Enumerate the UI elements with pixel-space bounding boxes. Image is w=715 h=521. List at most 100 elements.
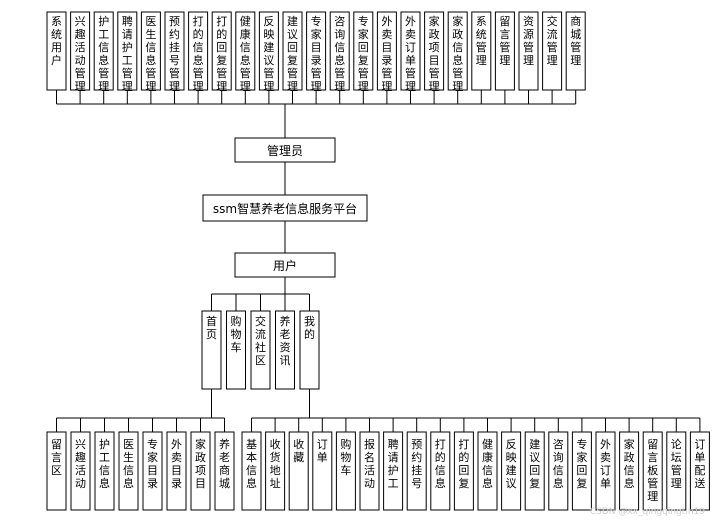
admin-module-5-label: 医生信息管理 <box>145 15 156 93</box>
mine-module-5-label: 购物车 <box>340 437 351 477</box>
home-module-8-label: 养老商城 <box>219 437 230 490</box>
home-module-7-label: 家政项目 <box>195 437 206 490</box>
admin-module-7: 打的信息管理 <box>188 11 209 93</box>
admin-module-1: 系统用户 <box>46 11 67 91</box>
mine-module-19-label: 论坛管理 <box>671 437 682 490</box>
mine-module-17: 家政信息 <box>619 431 640 511</box>
feature-module-row: 留言区 兴趣活动 护工信息 医生信息 专家目录 外卖目录 家政项目 养老商城基本信息收货地址收… <box>46 431 710 511</box>
user-node: 用户 <box>234 252 336 278</box>
mine-module-3-label: 收藏 <box>293 437 304 464</box>
admin-module-18: 家政信息管理 <box>447 11 468 93</box>
user-section-2-label: 购物车 <box>231 314 242 354</box>
admin-module-20-label: 留言管理 <box>499 15 510 67</box>
mine-module-16-label: 外卖订单 <box>600 438 611 490</box>
mine-module-14-label: 咨询信息 <box>553 437 564 490</box>
admin-module-20: 留言管理 <box>494 11 515 91</box>
admin-module-4: 聘请护工管理 <box>117 11 138 93</box>
home-module-1: 留言区 <box>46 431 67 511</box>
home-module-5: 专家目录 <box>142 431 163 511</box>
mine-module-20: 订单配送 <box>689 431 710 511</box>
mine-module-3: 收藏 <box>288 431 309 511</box>
mine-module-2: 收货地址 <box>265 431 286 511</box>
admin-module-22: 交流管理 <box>542 11 563 91</box>
mine-module-6-label: 报名活动 <box>364 437 375 490</box>
admin-module-21-label: 资源管理 <box>523 15 534 67</box>
admin-module-12-label: 专家目录管理 <box>311 14 322 93</box>
mine-module-13-label: 建议回复 <box>529 437 540 490</box>
admin-module-9-label: 健康信息管理 <box>240 15 251 93</box>
home-module-6-label: 外卖目录 <box>171 438 182 490</box>
admin-module-19: 系统管理 <box>471 11 492 91</box>
mine-module-15-label: 专家回复 <box>576 437 587 490</box>
platform-node: ssm智慧养老信息服务平台 <box>202 194 368 222</box>
mine-module-20-label: 订单配送 <box>694 438 705 490</box>
admin-label: 管理员 <box>267 143 303 158</box>
admin-module-22-label: 交流管理 <box>547 14 558 67</box>
mine-module-16: 外卖订单 <box>595 431 616 511</box>
admin-module-21: 资源管理 <box>518 11 539 91</box>
admin-module-14: 专家回复管理 <box>353 11 374 93</box>
mine-module-17-label: 家政信息 <box>624 437 635 490</box>
admin-module-16-label: 外卖订单管理 <box>405 15 416 93</box>
admin-module-14-label: 专家回复管理 <box>358 14 369 93</box>
admin-module-2: 兴趣活动管理 <box>70 11 91 93</box>
platform-label: ssm智慧养老信息服务平台 <box>213 201 357 216</box>
user-section-5: 我的 <box>299 310 320 390</box>
mine-module-7: 聘请护工 <box>383 431 404 511</box>
admin-module-3-label: 护工信息管理 <box>98 14 109 93</box>
mine-module-10: 打的回复 <box>453 431 474 511</box>
user-section-4: 养老资讯 <box>275 310 295 390</box>
mine-module-4-label: 订单 <box>317 438 328 464</box>
admin-module-17: 家政项目管理 <box>424 11 445 93</box>
admin-module-10: 反映建议管理 <box>258 11 279 93</box>
home-module-1-label: 留言区 <box>51 438 62 477</box>
mine-module-13: 建议回复 <box>524 431 545 511</box>
home-module-2: 兴趣活动 <box>70 431 91 511</box>
mine-module-1: 基本信息 <box>241 431 262 511</box>
home-module-3: 护工信息 <box>94 431 115 511</box>
admin-module-15-label: 外卖目录管理 <box>381 15 392 93</box>
mine-module-12: 反映建议 <box>501 431 522 511</box>
home-module-7: 家政项目 <box>190 431 211 511</box>
connector-lines <box>56 90 701 432</box>
admin-module-23-label: 商城管理 <box>570 14 581 67</box>
mine-module-8-label: 预约挂号 <box>411 438 422 490</box>
admin-node: 管理员 <box>234 137 336 163</box>
mine-module-7-label: 聘请护工 <box>388 437 399 490</box>
home-module-4: 医生信息 <box>118 431 139 511</box>
admin-module-19-label: 系统管理 <box>476 15 487 67</box>
mine-module-15: 专家回复 <box>571 431 592 511</box>
admin-module-11-label: 建议回复管理 <box>287 14 298 93</box>
admin-module-5: 医生信息管理 <box>140 11 161 93</box>
home-module-8: 养老商城 <box>214 431 235 511</box>
mine-module-6: 报名活动 <box>359 431 380 511</box>
home-module-2-label: 兴趣活动 <box>75 438 86 490</box>
admin-module-13-label: 咨询信息管理 <box>334 14 345 93</box>
home-module-4-label: 医生信息 <box>123 438 134 490</box>
admin-module-3: 护工信息管理 <box>93 11 114 93</box>
admin-module-4-label: 聘请护工管理 <box>122 14 133 93</box>
user-label: 用户 <box>273 258 297 273</box>
admin-module-2-label: 兴趣活动管理 <box>75 15 86 93</box>
admin-module-8: 打的回复管理 <box>211 11 232 93</box>
admin-module-7-label: 打的信息管理 <box>193 14 204 93</box>
user-section-1-label: 首页 <box>206 314 217 341</box>
user-section-2: 购物车 <box>226 310 246 390</box>
admin-module-23: 商城管理 <box>565 11 586 91</box>
admin-module-1-label: 系统用户 <box>51 15 62 67</box>
home-module-3-label: 护工信息 <box>99 437 110 490</box>
mine-module-4: 订单 <box>312 431 333 511</box>
mine-module-10-label: 打的回复 <box>458 437 469 490</box>
admin-module-18-label: 家政信息管理 <box>452 14 463 93</box>
admin-module-row: 系统用户 兴趣活动管理 护工信息管理 聘请护工管理 医生信息管理预约挂号管理打的信息管理… <box>46 11 586 93</box>
user-section-1: 首页 <box>201 310 222 390</box>
admin-module-6: 预约挂号管理 <box>164 11 185 93</box>
home-module-6: 外卖目录 <box>166 431 187 511</box>
admin-module-8-label: 打的回复管理 <box>216 14 227 93</box>
user-section-3: 交流社区 <box>250 310 271 390</box>
home-module-5-label: 专家目录 <box>147 437 158 490</box>
admin-module-16: 外卖订单管理 <box>400 11 421 93</box>
admin-module-11: 建议回复管理 <box>282 11 303 93</box>
